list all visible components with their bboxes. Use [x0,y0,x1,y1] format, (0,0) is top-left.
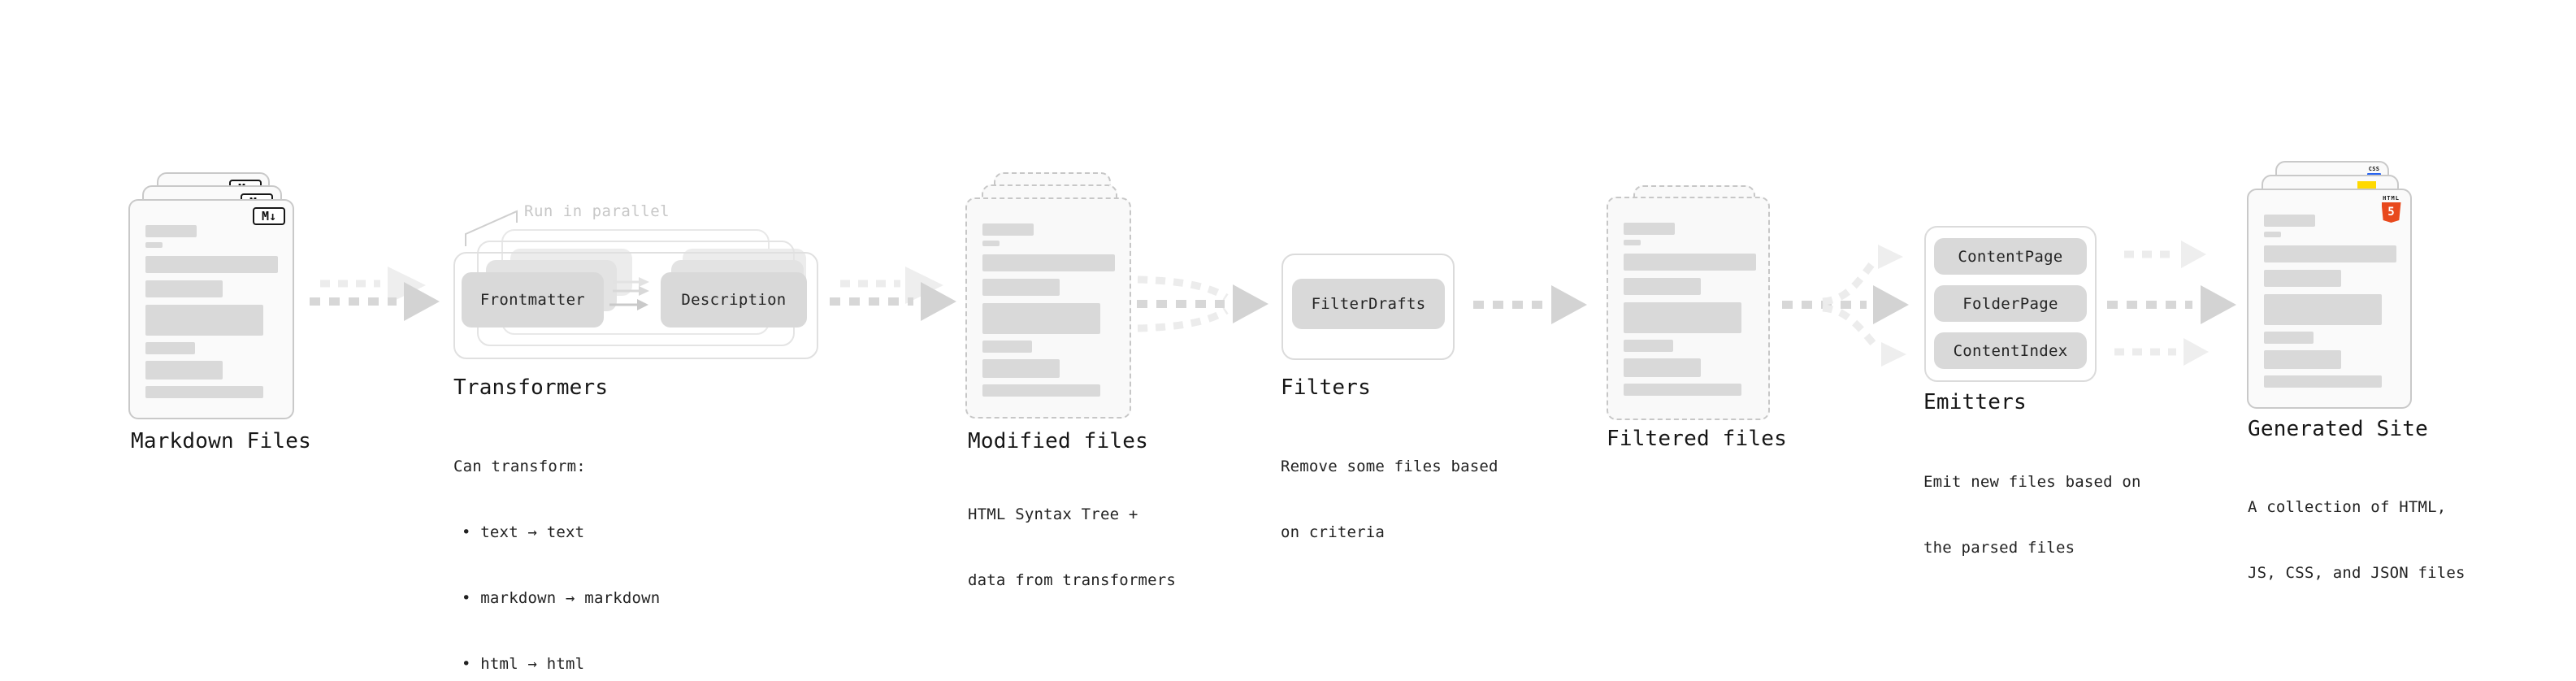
contentpage-box: ContentPage [1934,238,2087,275]
text-line-placeholder [1624,384,1741,396]
description-line: JS, CSS, and JSON files [2248,564,2465,582]
emitters-description: Emit new files based on the parsed files [1923,427,2141,603]
transformer-frame-front [453,252,818,359]
text-line-placeholder [145,280,223,297]
text-line-placeholder [982,384,1100,397]
arrow-filtered-to-emitters [1782,245,1909,367]
text-line-placeholder [2264,332,2314,344]
arrow-markdown-to-transformers [310,267,440,321]
description-line: Remove some files based [1281,458,1498,475]
text-line-placeholder [1624,302,1741,333]
text-line-placeholder [1624,340,1673,352]
markdown-badge-icon: M↓ [253,207,285,225]
generated-site-heading: Generated Site [2248,417,2428,441]
html5-shield: 5 [2381,202,2401,223]
can-transform-label: Can transform: [453,458,586,475]
text-line-placeholder [1624,358,1701,377]
text-line-placeholder [2264,232,2281,237]
text-line-placeholder [982,359,1060,378]
transformers-description: Can transform: • text → text • markdown … [453,412,660,681]
generated-site-description: A collection of HTML, JS, CSS, and JSON … [2248,453,2465,628]
html5-number: 5 [2387,206,2395,219]
text-line-placeholder [982,241,1000,246]
bullet-item: • markdown → markdown [462,589,661,607]
text-line-placeholder [1624,223,1675,235]
document-page: HTML 5 [2247,189,2412,409]
arrow-modified-to-filters [1137,275,1268,332]
frontmatter-box: Frontmatter [462,272,604,327]
transformers-heading: Transformers [453,375,609,400]
text-line-placeholder [1624,278,1701,295]
transformer-inner-arrows [609,277,649,310]
contentindex-box: ContentIndex [1934,332,2087,369]
modified-files-heading: Modified files [968,429,1148,453]
filters-frame [1281,254,1455,360]
text-line-placeholder [982,254,1115,271]
css-badge-label: CSS [2368,166,2380,172]
description-line: data from transformers [968,571,1177,589]
emitters-heading: Emitters [1923,390,2027,414]
description-box: Description [661,272,807,327]
modified-files-description: HTML Syntax Tree + data from transformer… [968,460,1176,635]
text-line-placeholder [2264,215,2315,227]
bullet-item: • text → text [462,523,585,541]
filters-description: Remove some files based on criteria [1281,412,1498,588]
text-line-placeholder [145,305,263,336]
js-badge-icon [2357,181,2376,190]
text-line-placeholder [2264,270,2341,287]
text-line-placeholder [1624,240,1641,245]
text-line-placeholder [2264,245,2396,262]
text-line-placeholder [982,303,1100,334]
text-line-placeholder [1624,254,1756,271]
run-in-parallel-leader-line [465,210,518,246]
description-line: A collection of HTML, [2248,498,2447,516]
folderpage-box: FolderPage [1934,285,2087,322]
document-page [965,197,1131,419]
html5-badge-label: HTML [2383,195,2400,202]
document-page [1607,197,1770,420]
text-line-placeholder [145,342,195,354]
text-line-placeholder [2264,375,2382,388]
arrow-transformers-to-modified [830,267,956,321]
emitters-frame [1924,226,2097,382]
filterdrafts-box: FilterDrafts [1292,279,1445,329]
text-line-placeholder [982,223,1034,236]
text-line-placeholder [145,256,278,273]
arrow-filters-to-filtered [1473,285,1587,324]
text-line-placeholder [145,242,163,248]
bullet-item: • html → html [462,655,585,673]
filters-heading: Filters [1281,375,1371,400]
description-line: Emit new files based on [1923,473,2141,491]
text-line-placeholder [2264,294,2382,325]
text-line-placeholder [2264,350,2341,369]
text-line-placeholder [982,279,1060,296]
html5-badge-icon: HTML 5 [2381,195,2401,223]
markdown-files-heading: Markdown Files [131,429,311,453]
description-line: the parsed files [1923,539,2075,557]
arrow-emitters-to-site [2107,241,2236,366]
run-in-parallel-note: Run in parallel [524,202,670,220]
description-line: on criteria [1281,523,1386,541]
text-line-placeholder [982,340,1032,353]
filtered-files-heading: Filtered files [1607,427,1787,451]
text-line-placeholder [145,386,263,398]
document-page: M↓ [128,199,294,419]
description-line: HTML Syntax Tree + [968,505,1138,523]
text-line-placeholder [145,361,223,380]
text-line-placeholder [145,225,197,237]
